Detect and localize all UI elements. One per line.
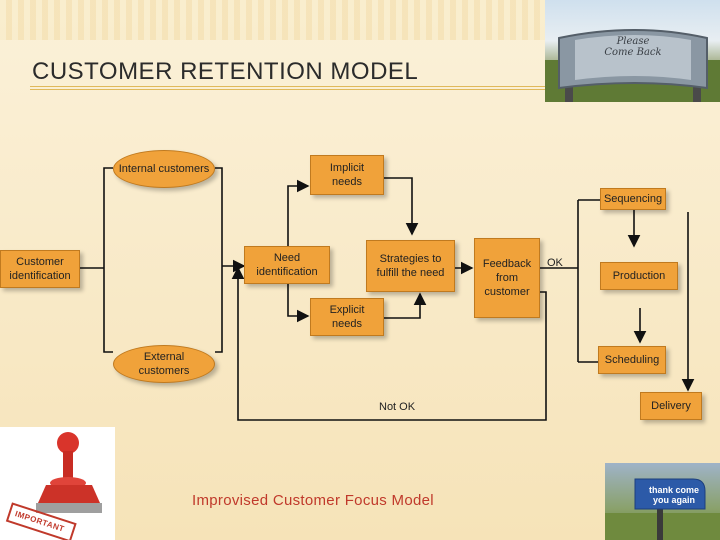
thank-you-mailbox-image: thank come you again <box>605 463 720 540</box>
stamp-drawing <box>5 432 102 540</box>
important-stamp-image: IMPORTANT <box>0 427 115 540</box>
implicit-needs-label: Implicit needs <box>329 162 365 188</box>
slide-title: CUSTOMER RETENTION MODEL <box>32 58 419 85</box>
please-come-back-sign-image: Please Come Back <box>545 0 720 102</box>
not-ok-loop-arrow <box>231 266 547 421</box>
feedback-label: Feedback from customer <box>482 258 532 298</box>
scheduling-label: Scheduling <box>604 354 660 366</box>
explicit-to-strategy-arrow <box>368 292 427 319</box>
strategies-label: Strategies to fulfill the need <box>376 253 445 279</box>
sign-text: Please Come Back <box>604 36 662 58</box>
sequencing-node: Sequencing <box>600 188 666 210</box>
mailbox-drawing <box>605 478 720 540</box>
title-underline <box>30 86 545 90</box>
internal-customers-label: Internal customers <box>118 163 210 175</box>
implicit-needs-node: Implicit needs <box>310 155 384 195</box>
ok-label: OK <box>547 257 563 269</box>
diagram-caption: Improvised Customer Focus Model <box>192 492 434 509</box>
mailbox-text: thank come you again <box>648 485 699 505</box>
right-bracket-line <box>215 167 223 353</box>
production-label: Production <box>612 270 666 282</box>
sequencing-label: Sequencing <box>603 193 663 205</box>
left-bracket-line <box>103 167 113 353</box>
external-customers-node: External customers <box>113 345 215 383</box>
production-node: Production <box>600 262 678 290</box>
delivery-label: Delivery <box>651 400 691 412</box>
explicit-needs-label: Explicit needs <box>329 304 365 330</box>
explicit-needs-node: Explicit needs <box>310 298 384 336</box>
to-implicit-arrow <box>287 179 310 250</box>
not-ok-label: Not OK <box>379 401 416 413</box>
implicit-to-strategy-arrow <box>384 177 419 236</box>
external-customers-label: External customers <box>138 351 190 377</box>
delivery-node: Delivery <box>640 392 702 420</box>
need-identification-label: Need identification <box>256 252 318 278</box>
to-explicit-arrow <box>287 282 310 323</box>
scheduling-node: Scheduling <box>598 346 666 374</box>
sign-drawing <box>545 29 720 102</box>
need-identification-node: Need identification <box>244 246 330 284</box>
customer-identification-label: Customer identification <box>9 256 71 282</box>
feedback-node: Feedback from customer <box>474 238 540 318</box>
customer-identification-node: Customer identification <box>0 250 80 288</box>
strategies-node: Strategies to fulfill the need <box>366 240 455 292</box>
internal-customers-node: Internal customers <box>113 150 215 188</box>
